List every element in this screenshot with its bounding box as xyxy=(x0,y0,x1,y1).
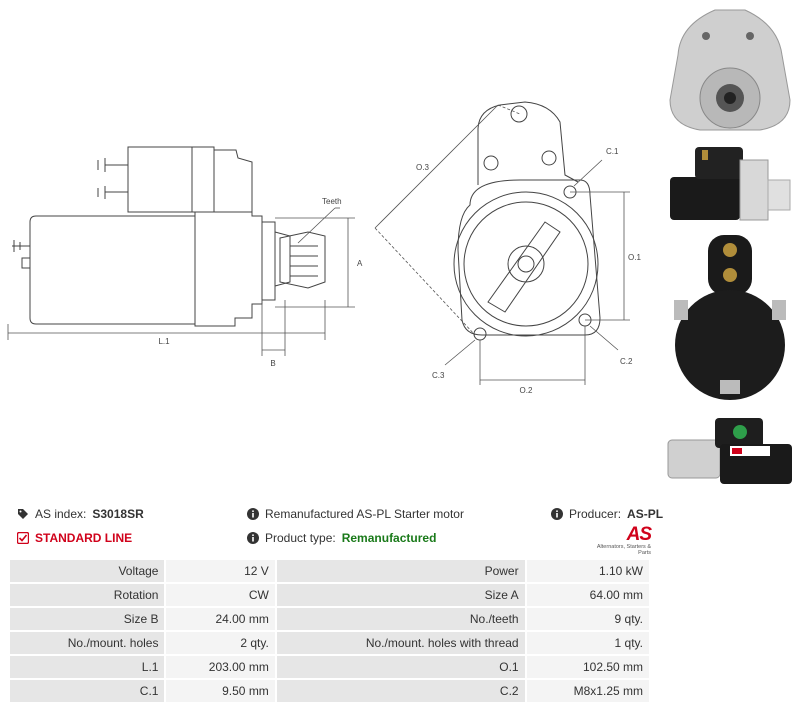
product-type-label: Product type: xyxy=(265,531,336,545)
standard-line-label: STANDARD LINE xyxy=(35,531,133,545)
photo-branded-view xyxy=(667,418,792,484)
info-icon xyxy=(247,508,259,520)
spec-value: 24.00 mm xyxy=(166,608,275,630)
spec-label: C.1 xyxy=(10,680,165,702)
teeth-label: Teeth xyxy=(322,197,342,206)
solenoid-outline xyxy=(127,146,193,213)
spec-label: O.1 xyxy=(276,656,525,678)
product-photos xyxy=(667,9,792,484)
dim-label-o1: O.1 xyxy=(628,253,641,262)
spec-label: Voltage xyxy=(10,560,165,582)
photo-rear-view xyxy=(674,235,786,400)
motor-body-outline xyxy=(29,215,196,325)
logo-mark: AS xyxy=(626,524,652,545)
dim-label-c2: C.2 xyxy=(620,357,633,366)
spec-value: 102.50 mm xyxy=(526,656,649,678)
dim-label-c3: C.3 xyxy=(432,371,445,380)
info-icon xyxy=(551,508,563,520)
description-row: Remanufactured AS-PL Starter motor xyxy=(247,507,464,521)
dim-label-a: A xyxy=(357,259,363,268)
product-type-row: Product type: Remanufactured xyxy=(247,531,436,545)
photo-front-view xyxy=(669,9,791,131)
spec-label: Size B xyxy=(10,608,165,630)
product-description: Remanufactured AS-PL Starter motor xyxy=(265,507,464,521)
producer-label: Producer: xyxy=(569,507,622,521)
spec-label: No./mount. holes xyxy=(10,632,165,654)
spec-value: CW xyxy=(166,584,275,606)
spec-value: 9 qty. xyxy=(526,608,649,630)
info-icon xyxy=(247,532,259,544)
dim-label-b: B xyxy=(270,359,275,368)
spec-label: L.1 xyxy=(10,656,165,678)
product-type-value: Remanufactured xyxy=(341,531,437,545)
spec-label: Size A xyxy=(276,584,525,606)
tag-icon xyxy=(18,509,28,519)
spec-value: 64.00 mm xyxy=(526,584,649,606)
spec-value: M8x1.25 mm xyxy=(526,680,649,702)
standard-line-row: STANDARD LINE xyxy=(17,531,132,545)
dim-label-c1: C.1 xyxy=(606,147,619,156)
spec-label: Rotation xyxy=(10,584,165,606)
logo-tagline: Alternators, Starters & Parts xyxy=(596,544,651,556)
mounting-flange-top xyxy=(477,101,579,185)
as-pl-logo: AS Alternators, Starters & Parts xyxy=(583,524,652,556)
dim-label-o3: O.3 xyxy=(416,163,429,172)
spec-value: 12 V xyxy=(166,560,275,582)
spec-value: 9.50 mm xyxy=(166,680,275,702)
checkbox-checked-icon xyxy=(17,532,29,544)
spec-label: No./teeth xyxy=(276,608,525,630)
spec-label: C.2 xyxy=(276,680,525,702)
dim-label-l1: L.1 xyxy=(158,337,170,346)
photo-side-view xyxy=(670,147,791,221)
spec-label: No./mount. holes with thread xyxy=(276,632,525,654)
spec-value: 1.10 kW xyxy=(526,560,649,582)
technical-drawing: L.1 B A Teeth O.3 C.1 O.1 xyxy=(7,101,641,395)
spec-value: 2 qty. xyxy=(166,632,275,654)
spec-label: Power xyxy=(276,560,525,582)
dim-label-o2: O.2 xyxy=(520,386,533,395)
as-index-label: AS index: xyxy=(35,507,87,521)
producer-row: Producer: AS-PL xyxy=(551,507,663,521)
spec-value: 1 qty. xyxy=(526,632,649,654)
front-flange-outline xyxy=(457,179,601,336)
producer-value: AS-PL xyxy=(627,507,664,521)
as-index-value: S3018SR xyxy=(92,507,144,521)
spec-value: 203.00 mm xyxy=(166,656,275,678)
as-index-row: AS index: S3018SR xyxy=(17,507,144,521)
